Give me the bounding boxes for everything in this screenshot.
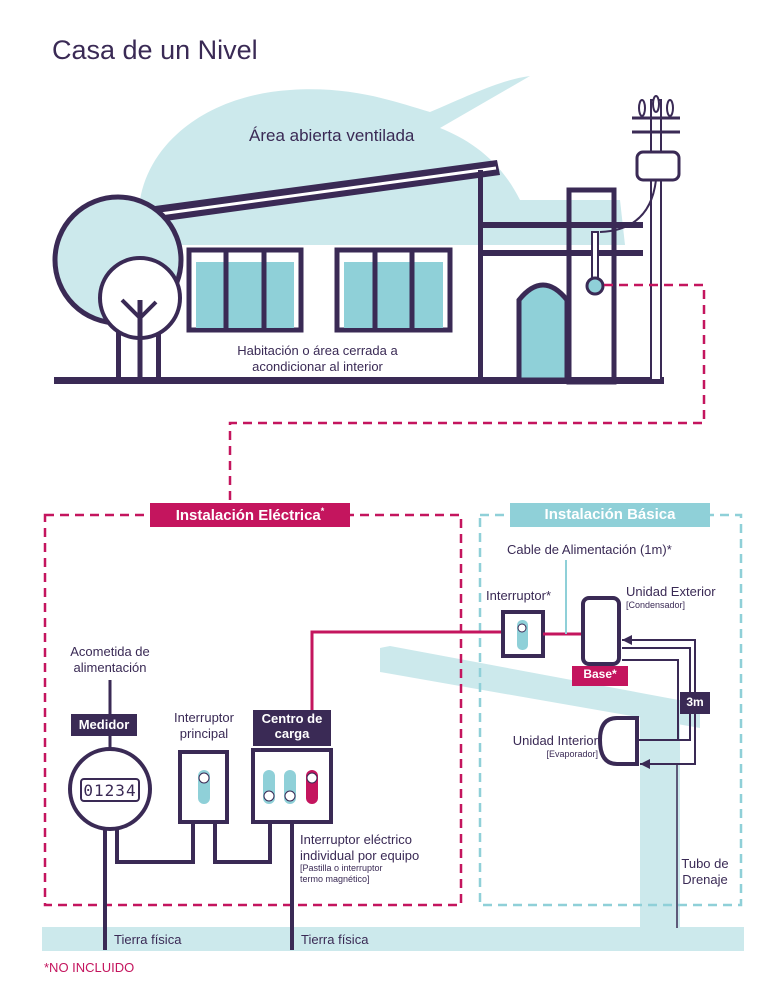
- base-tag-bg: [572, 666, 628, 686]
- drain-line2: Drenaje: [682, 871, 728, 887]
- ground-label-1: Tierra física: [114, 932, 182, 947]
- breaker-label: Interruptor eléctrico individual por equ…: [300, 832, 419, 885]
- base-tag: Base*: [583, 667, 617, 681]
- utility-pole: [585, 95, 681, 381]
- wire-main-load: [213, 822, 272, 864]
- room-label: Habitación o área cerrada a acondicionar…: [210, 343, 425, 374]
- window-right: [334, 247, 453, 333]
- load-center-line1: Centro de: [261, 711, 323, 726]
- breaker-note-line2: termo magnético]: [300, 873, 370, 884]
- meter-display: [80, 778, 140, 802]
- refrigerant-line-inner: [622, 659, 679, 741]
- sky-cloud: [140, 76, 625, 245]
- indoor-unit-text: Unidad Interior: [512, 733, 598, 748]
- window-left: [186, 247, 304, 333]
- electrical-box: [43, 513, 463, 907]
- ground-line: [54, 377, 664, 384]
- house-door: [516, 282, 570, 383]
- ground-label-2: Tierra física: [301, 932, 369, 947]
- roof-inner-line: [159, 166, 497, 216]
- distance-tag-bg: [680, 692, 710, 714]
- room-label-line1: Habitación o área cerrada a: [237, 343, 398, 358]
- house-wall-mid: [478, 170, 483, 380]
- breaker-label-line2: individual por equipo: [300, 847, 420, 863]
- electrical-title-text: Instalación Eléctrica: [175, 507, 321, 524]
- outdoor-unit-label: Unidad Exterior [Condensador]: [626, 584, 716, 610]
- sky-label: Área abierta ventilada: [249, 126, 415, 145]
- outdoor-unit-note: [Condensador]: [626, 599, 686, 610]
- load-center-tag: Centro de carga: [253, 711, 331, 742]
- indoor-unit-label: Unidad Interior [Evaporador]: [490, 733, 598, 759]
- meter-tag: Medidor: [78, 717, 130, 732]
- room-label-line2: acondicionar al interior: [252, 358, 383, 374]
- page-title: Casa de un Nivel: [52, 35, 258, 65]
- wall-band: [380, 646, 700, 728]
- acometida-label: Acometida de alimentación: [50, 644, 170, 675]
- electrical-title-bg: [150, 503, 350, 527]
- power-cable-label: Cable de Alimentación (1m)*: [507, 542, 672, 557]
- outdoor-unit: [581, 596, 621, 666]
- main-breaker-line2: principal: [179, 725, 229, 741]
- electrical-title: Instalación Eléctrica*: [150, 506, 350, 524]
- main-breaker-label: Interruptor principal: [160, 710, 248, 741]
- drain-label: Tubo de Drenaje: [673, 856, 737, 887]
- tree-small: [98, 256, 182, 380]
- electrical-title-mark: *: [320, 506, 325, 516]
- chimney: [566, 187, 617, 385]
- connector-house-to-electrical: [228, 283, 706, 510]
- power-cable: [310, 630, 503, 710]
- footnote: *NO INCLUIDO: [44, 960, 135, 975]
- breaker-label-line1: Interruptor eléctrico: [300, 832, 412, 847]
- meter-reading: 01234: [83, 781, 137, 800]
- drain-line1: Tubo de: [681, 856, 729, 871]
- basic-title-bg: [510, 503, 710, 527]
- basic-box: [478, 513, 743, 907]
- acometida-line2: alimentación: [73, 659, 147, 675]
- indoor-unit-note: [Evaporador]: [546, 748, 598, 759]
- ground-band: [42, 927, 744, 951]
- meter-tag-bg: [71, 714, 137, 736]
- load-center-tag-bg: [253, 710, 331, 746]
- wire-meter-main: [115, 822, 195, 864]
- acometida-line1: Acometida de: [70, 644, 150, 659]
- outdoor-unit-text: Unidad Exterior: [626, 584, 716, 599]
- switch-label: Interruptor*: [486, 588, 552, 603]
- indoor-unit: [597, 716, 639, 766]
- drain-pillar: [640, 700, 680, 930]
- house-wing-line: [478, 250, 643, 256]
- distance-tag: 3m: [686, 695, 704, 709]
- house-wing-roof: [478, 222, 643, 228]
- breaker-note-line1: [Pastilla o interruptor: [300, 863, 383, 874]
- main-breaker-line1: Interruptor: [174, 710, 234, 725]
- load-center-line2: carga: [274, 725, 310, 741]
- basic-title: Instalación Básica: [544, 506, 676, 523]
